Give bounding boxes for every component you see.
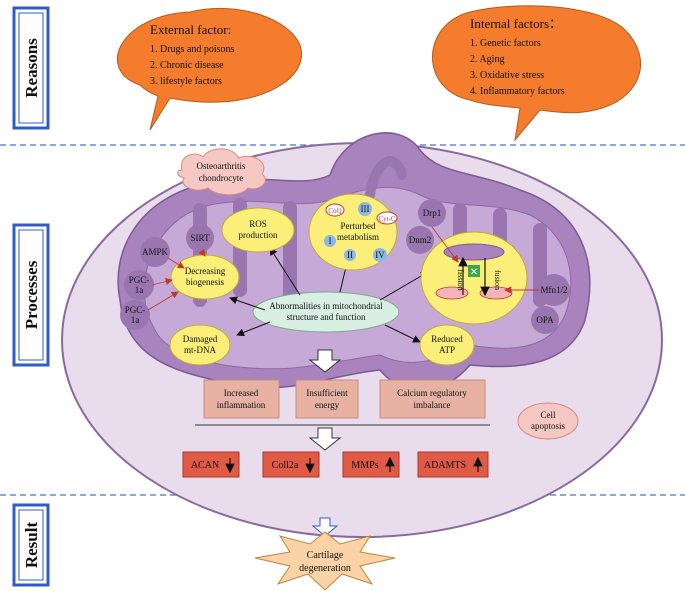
- flow-arrow-2: [308, 427, 342, 451]
- svg-text:Reduced: Reduced: [431, 334, 463, 344]
- svg-text:4. Inflammatory factors: 4. Inflammatory factors: [470, 86, 565, 97]
- cell-type-label: Osteoarthritis chondrocyte: [177, 148, 266, 196]
- svg-text:Internal factors：: Internal factors：: [470, 16, 562, 31]
- svg-text:Increased: Increased: [224, 388, 259, 398]
- svg-text:ATP: ATP: [439, 345, 455, 355]
- svg-text:1. Genetic factors: 1. Genetic factors: [470, 38, 541, 49]
- section-label-result: Result: [12, 503, 50, 587]
- section-label-reasons: Reasons: [12, 6, 50, 130]
- perturbed-metabolism-node: CoQ III Cyt-C Perturbed metabolism I II …: [308, 193, 398, 271]
- svg-text:Result: Result: [22, 522, 41, 569]
- svg-text:OPA: OPA: [536, 315, 554, 325]
- svg-text:SIRT: SIRT: [191, 233, 210, 243]
- svg-text:3. Oxidative stress: 3. Oxidative stress: [470, 70, 544, 81]
- svg-text:degeneration: degeneration: [299, 563, 351, 574]
- complex-iv: IV: [375, 250, 385, 260]
- reduced-atp-node: Reduced ATP: [419, 324, 475, 366]
- svg-text:1a: 1a: [135, 285, 144, 295]
- regulator-dnm2: Dnm2: [406, 226, 434, 254]
- cell-apoptosis-node: Cell apoptosis: [517, 402, 579, 440]
- svg-text:Damaged: Damaged: [183, 334, 218, 344]
- cytc-label: Cyt-C: [378, 215, 395, 223]
- block-icon: ✕: [470, 267, 478, 278]
- svg-text:Cell: Cell: [541, 410, 556, 420]
- svg-text:Mfn1/2: Mfn1/2: [541, 285, 568, 295]
- svg-text:production: production: [239, 230, 278, 240]
- svg-text:ROS: ROS: [249, 219, 267, 229]
- coq-label: CoQ: [328, 207, 341, 215]
- flow-arrow-1: [308, 349, 342, 373]
- decreasing-biogenesis-node: Decreasing biogenesis: [170, 254, 240, 300]
- svg-text:1. Drugs and poisons: 1. Drugs and poisons: [150, 44, 235, 55]
- svg-text:2. Aging: 2. Aging: [470, 54, 504, 65]
- svg-text:mt-DNA: mt-DNA: [184, 345, 216, 355]
- marker-acan: ACAN: [182, 451, 240, 478]
- consequence-energy: Insufficient energy: [295, 379, 359, 419]
- consequence-inflammation: Increased inflammation: [203, 379, 280, 419]
- svg-text:ACAN: ACAN: [191, 460, 219, 471]
- svg-text:metabolism: metabolism: [337, 232, 379, 242]
- svg-text:biogenesis: biogenesis: [186, 277, 224, 287]
- damaged-mtdna-node: Damaged mt-DNA: [169, 324, 231, 366]
- regulator-drp1: Drp1: [418, 199, 446, 227]
- external-factor-bubble: External factor: 1. Drugs and poisons 2.…: [116, 8, 302, 131]
- svg-text:MMPs: MMPs: [351, 460, 378, 471]
- marker-mmps: MMPs: [342, 451, 400, 478]
- svg-text:Drp1: Drp1: [423, 208, 442, 218]
- regulator-pgc-2: PGC- 1a: [120, 300, 150, 330]
- svg-text:Insufficient: Insufficient: [306, 388, 348, 398]
- regulator-pgc-1: PGC- 1a: [124, 270, 154, 300]
- svg-text:Osteoarthritis: Osteoarthritis: [197, 161, 246, 171]
- mitochondrial-abnormality-node: Abnormalities in mitochondrial structure…: [252, 291, 400, 333]
- svg-text:energy: energy: [315, 400, 340, 410]
- svg-text:apoptosis: apoptosis: [531, 421, 565, 431]
- svg-text:imbalance: imbalance: [414, 400, 451, 410]
- section-label-processes: Processes: [12, 223, 50, 367]
- result-arrow: [311, 517, 339, 537]
- svg-text:2. Chronic disease: 2. Chronic disease: [150, 60, 224, 71]
- svg-text:structure and function: structure and function: [287, 312, 366, 322]
- svg-text:Cartilage: Cartilage: [307, 550, 344, 561]
- cartilage-degeneration-node: Cartilage degeneration: [254, 531, 396, 591]
- svg-text:Decreasing: Decreasing: [185, 266, 226, 276]
- svg-text:Processes: Processes: [22, 260, 41, 329]
- marker-adamts: ADAMTS: [417, 451, 489, 478]
- regulator-mfn: Mfn1/2: [538, 274, 570, 306]
- svg-text:AMPK: AMPK: [142, 247, 169, 257]
- svg-text:PGC-: PGC-: [125, 305, 146, 315]
- regulator-sirt: SIRT: [186, 224, 214, 252]
- internal-factor-bubble: Internal factors： 1. Genetic factors 2. …: [432, 5, 642, 142]
- complex-ii: II: [347, 250, 353, 260]
- mitochondrial-dynamics-node: ✕ fission fusion: [420, 231, 528, 325]
- svg-text:Calcium regulatory: Calcium regulatory: [397, 388, 467, 398]
- regulator-ampk: AMPK: [140, 237, 170, 267]
- svg-text:Coll2a: Coll2a: [272, 460, 299, 471]
- svg-text:PGC-: PGC-: [129, 275, 150, 285]
- svg-text:fission: fission: [456, 269, 465, 290]
- marker-coll2a: Coll2a: [262, 451, 320, 478]
- svg-text:chondrocyte: chondrocyte: [199, 173, 243, 183]
- svg-text:Perturbed: Perturbed: [341, 221, 376, 231]
- svg-text:fusion: fusion: [493, 270, 502, 290]
- complex-iii: III: [361, 204, 370, 214]
- consequence-calcium: Calcium regulatory imbalance: [379, 379, 486, 419]
- regulator-opa: OPA: [531, 306, 559, 334]
- svg-text:inflammation: inflammation: [217, 400, 266, 410]
- complex-i: I: [329, 236, 332, 246]
- svg-text:3. lifestyle factors: 3. lifestyle factors: [150, 76, 222, 87]
- svg-text:ADAMTS: ADAMTS: [424, 460, 466, 471]
- svg-text:External factor:: External factor:: [150, 22, 231, 37]
- svg-text:Reasons: Reasons: [22, 38, 41, 98]
- ros-production-node: ROS production: [221, 207, 295, 253]
- svg-text:1a: 1a: [131, 315, 140, 325]
- svg-text:Dnm2: Dnm2: [409, 235, 432, 245]
- regulator-arrows: [147, 226, 539, 311]
- svg-text:Abnormalities in mitochondrial: Abnormalities in mitochondrial: [269, 301, 383, 311]
